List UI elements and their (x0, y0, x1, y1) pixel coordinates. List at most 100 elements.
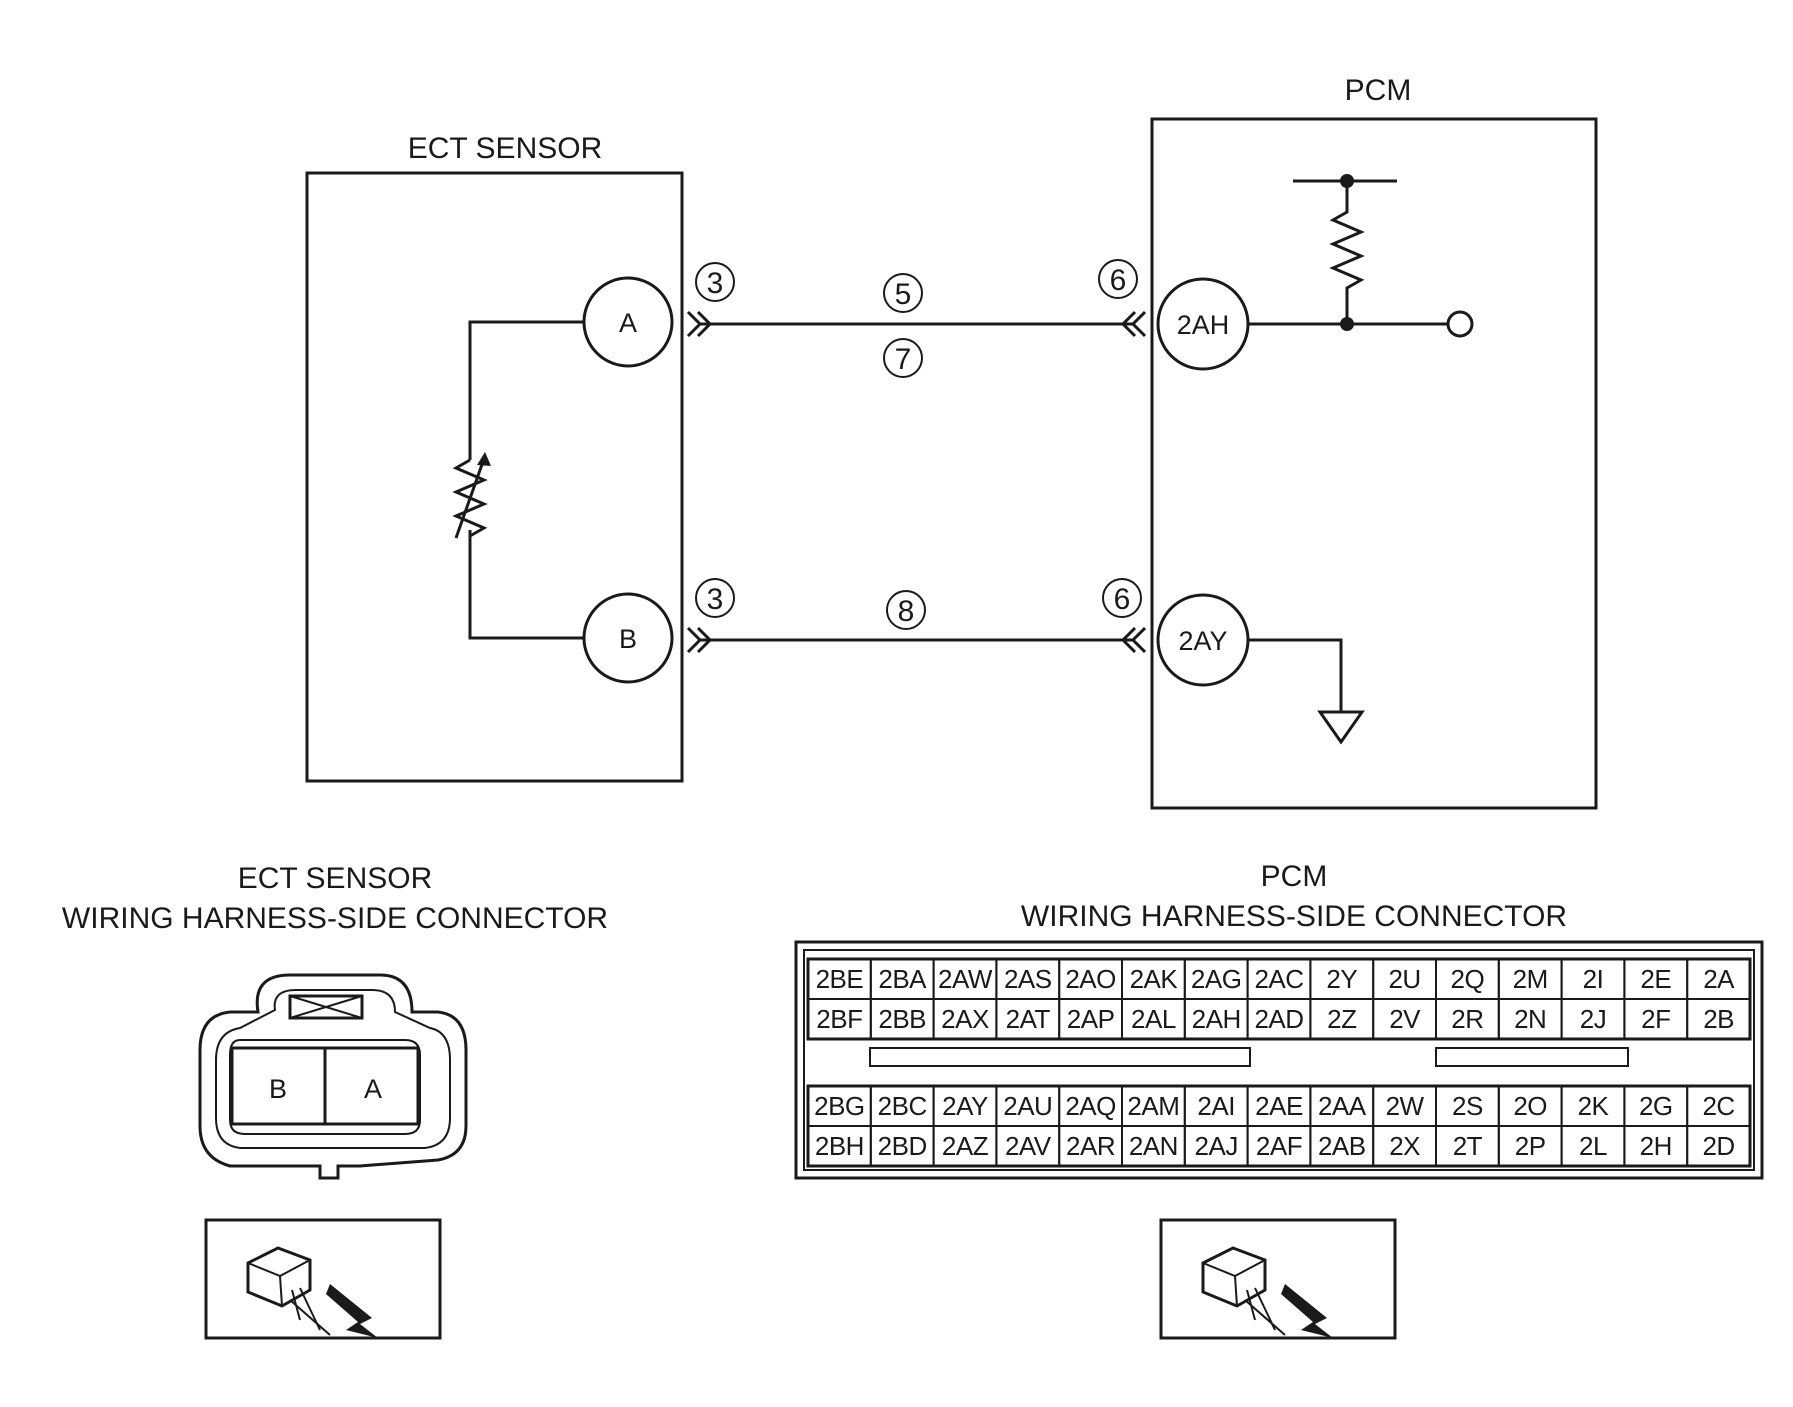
pcm-terminal-2ah-label: 2AH (1177, 310, 1230, 340)
pin-label: 2Z (1327, 1004, 1357, 1034)
pin-label: 2AM (1127, 1091, 1179, 1121)
connector-view-icon (1159, 1218, 1397, 1340)
pin-label: 2BG (814, 1091, 865, 1121)
pin-label: 2AA (1318, 1091, 1367, 1121)
ect-terminal-a-label: A (619, 308, 637, 338)
pin-label: 2AR (1066, 1131, 1115, 1161)
pin-label: 2AN (1129, 1131, 1178, 1161)
pin-label: 2Q (1451, 964, 1485, 994)
pin-label: 2U (1388, 964, 1420, 994)
ect-connector-chevron-a (686, 310, 713, 338)
marker-pcm-b: 6 (1102, 578, 1142, 618)
pin-label: 2K (1578, 1091, 1610, 1121)
pcm-box (1150, 117, 1598, 810)
pin-label: 2BD (878, 1131, 927, 1161)
pcm-connector-inner (803, 949, 1755, 1171)
pin-label: 2AS (1004, 964, 1052, 994)
pin-label: 2H (1640, 1131, 1672, 1161)
pin-label: 2V (1389, 1004, 1421, 1034)
marker-ect-a: 3 (695, 262, 735, 302)
pin-label: 2AO (1065, 964, 1116, 994)
pin-label: 2AD (1254, 1004, 1303, 1034)
ect-terminal-b-label: B (619, 624, 637, 654)
pin-label: 2AT (1006, 1004, 1051, 1034)
pin-label: 2J (1580, 1004, 1606, 1034)
pin-label: 2AX (941, 1004, 989, 1034)
svg-text:6: 6 (1110, 264, 1127, 297)
marker-ect-b: 3 (695, 578, 735, 618)
pin-label: 2AL (1131, 1004, 1176, 1034)
marker-wire-a-bottom: 7 (883, 338, 923, 378)
svg-text:8: 8 (898, 595, 915, 628)
pin-label: 2AG (1191, 964, 1242, 994)
pin-label: 2Y (1326, 964, 1357, 994)
pin-label: 2AH (1192, 1004, 1241, 1034)
ect-connector-title-2: WIRING HARNESS-SIDE CONNECTOR (62, 902, 608, 935)
pin-label: 2AP (1067, 1004, 1115, 1034)
pin-label: 2BH (815, 1131, 864, 1161)
pin-label: 2A (1703, 964, 1735, 994)
pin-label: 2X (1389, 1131, 1420, 1161)
pin-label: 2O (1513, 1091, 1547, 1121)
pcm-connector-chevron-a (1120, 310, 1147, 338)
pin-label: 2AZ (942, 1131, 989, 1161)
pin-label: 2AJ (1195, 1131, 1238, 1161)
pin-cell (1686, 1125, 1751, 1167)
svg-text:7: 7 (895, 343, 912, 376)
pin-label: 2AU (1003, 1091, 1052, 1121)
pin-label: 2B (1703, 1004, 1734, 1034)
pcm-key-slot-left (869, 1047, 1251, 1067)
ect-terminal-a (582, 276, 674, 368)
pin-cell (1686, 998, 1751, 1040)
pin-label: 2AQ (1065, 1091, 1116, 1121)
svg-text:5: 5 (895, 278, 912, 311)
marker-wire-b: 8 (886, 590, 926, 630)
thermistor-icon (452, 452, 491, 539)
connector-view-icon (204, 1218, 442, 1340)
pin-label: 2BE (816, 964, 864, 994)
ground-icon (1248, 638, 1365, 745)
pin-label: 2BA (878, 964, 927, 994)
svg-text:3: 3 (707, 267, 724, 300)
pin-label: 2AK (1130, 964, 1179, 994)
pin-label: 2AC (1254, 964, 1303, 994)
pin-label: 2BF (816, 1004, 862, 1034)
pcm-title: PCM (1345, 74, 1412, 107)
pin-label: 2T (1453, 1131, 1483, 1161)
pin-label: 2E (1640, 964, 1671, 994)
pcm-connector-title-2: WIRING HARNESS-SIDE CONNECTOR (1021, 900, 1567, 933)
pin-label: 2AV (1005, 1131, 1052, 1161)
pin-label: 2R (1451, 1004, 1483, 1034)
ect-sensor-box (305, 171, 684, 783)
pcm-connector-title-1: PCM (1261, 860, 1328, 893)
pin-label: 2M (1513, 964, 1548, 994)
pin-label: 2BB (878, 1004, 926, 1034)
pin-label: 2F (1641, 1004, 1670, 1034)
pin-label: 2AF (1256, 1131, 1302, 1161)
pcm-connector-chevron-b (1120, 626, 1147, 654)
svg-text:3: 3 (707, 583, 724, 616)
pcm-connector-shell (794, 940, 1764, 1180)
pcm-connector-upper-block: 2BE 2BA 2AW 2AS 2AO 2AK 2AG 2AC 2Y 2U 2Q 2M 2I 2E 2A 2B… (806, 957, 1752, 1041)
pin-label: 2AW (938, 964, 993, 994)
pin-label: 2G (1639, 1091, 1673, 1121)
svg-text:6: 6 (1114, 583, 1131, 616)
pin-label: 2AI (1197, 1091, 1235, 1121)
pin-label: 2L (1579, 1131, 1607, 1161)
ect-terminal-b (582, 592, 674, 684)
pin-label: 2C (1702, 1091, 1734, 1121)
pin-label: 2W (1386, 1091, 1425, 1121)
ect-connector-pin-a: A (364, 1074, 382, 1104)
pin-label: 2D (1702, 1131, 1734, 1161)
pin-label: 2S (1452, 1091, 1483, 1121)
pin-label: 2I (1583, 964, 1604, 994)
marker-pcm-a: 6 (1098, 259, 1138, 299)
ect-connector-title-1: ECT SENSOR (238, 862, 433, 895)
pcm-terminal-2ay-label: 2AY (1178, 626, 1227, 656)
ect-connector-face (198, 973, 468, 1180)
pin-label: 2AY (942, 1091, 988, 1121)
pin-label: 2N (1514, 1004, 1546, 1034)
